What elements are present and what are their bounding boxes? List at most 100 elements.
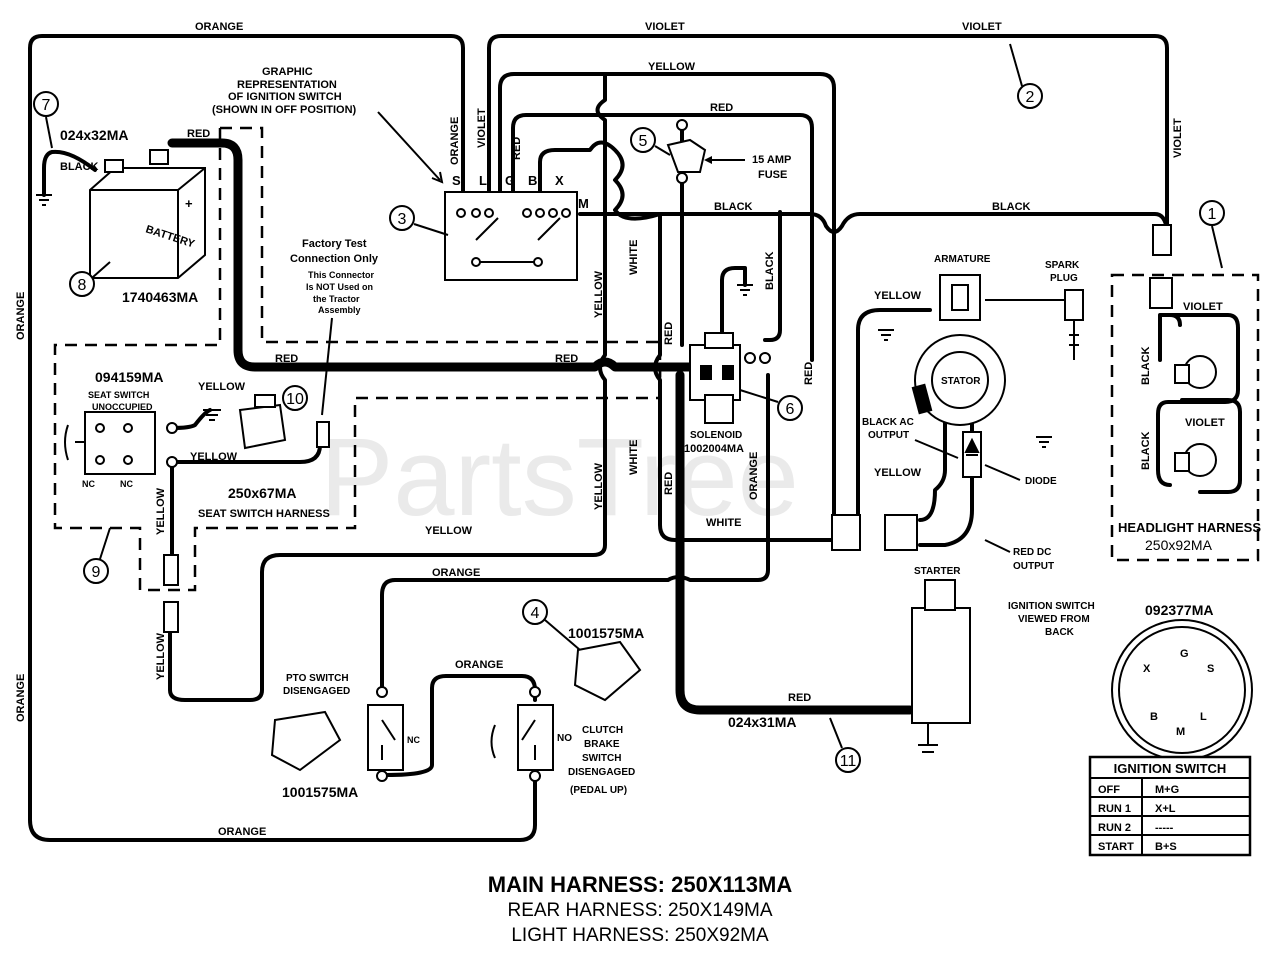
svg-text:IGNITION SWITCH: IGNITION SWITCH xyxy=(1008,601,1095,612)
starter xyxy=(911,579,971,753)
headlights xyxy=(1174,355,1217,477)
label-yellow-lower: YELLOW xyxy=(425,525,473,537)
label-orange-lower: ORANGE xyxy=(432,567,480,579)
wire-b-loop xyxy=(538,140,662,221)
label-yellow-top: YELLOW xyxy=(648,61,696,73)
svg-text:G: G xyxy=(505,173,515,188)
wire-orange-clutch xyxy=(384,674,537,777)
label-red-top: RED xyxy=(710,102,733,114)
label-red-vertical: RED xyxy=(511,137,523,160)
label-yellow-seat-2: YELLOW xyxy=(190,451,238,463)
svg-text:1740463MA: 1740463MA xyxy=(122,289,198,305)
wires xyxy=(28,34,1242,842)
wire-text: ORANGE VIOLET VIOLET YELLOW RED BLACK BL… xyxy=(15,21,1225,838)
svg-text:BACK: BACK xyxy=(1045,627,1075,638)
svg-text:CLUTCH: CLUTCH xyxy=(582,725,623,736)
svg-text:PTO SWITCH: PTO SWITCH xyxy=(286,673,349,684)
svg-text:GRAPHIC: GRAPHIC xyxy=(262,66,313,78)
svg-text:(SHOWN IN OFF POSITION): (SHOWN IN OFF POSITION) xyxy=(212,104,357,116)
ignition-switch-face xyxy=(1111,619,1253,761)
svg-text:SEAT SWITCH: SEAT SWITCH xyxy=(88,390,149,400)
label-white-lower: WHITE xyxy=(706,517,741,529)
svg-text:B: B xyxy=(528,173,537,188)
wire-seat-yellow xyxy=(170,408,322,464)
svg-text:DIODE: DIODE xyxy=(1025,476,1057,487)
svg-text:250x92MA: 250x92MA xyxy=(1145,537,1213,553)
svg-text:X: X xyxy=(1143,663,1151,675)
svg-text:VIEWED FROM: VIEWED FROM xyxy=(1018,614,1090,625)
svg-text:STATOR: STATOR xyxy=(941,376,981,387)
label-red-harness-1: RED xyxy=(275,353,298,365)
clutch-switch xyxy=(490,640,642,782)
svg-text:BLACK AC: BLACK AC xyxy=(862,417,914,428)
callouts: 1 2 3 4 5 6 7 8 9 10 11 xyxy=(33,43,1225,773)
svg-text:OF IGNITION SWITCH: OF IGNITION SWITCH xyxy=(228,91,342,103)
wire-ac-output xyxy=(918,418,947,522)
svg-text:+: + xyxy=(185,196,193,211)
svg-text:9: 9 xyxy=(92,564,101,581)
svg-text:8: 8 xyxy=(78,277,87,294)
svg-text:PLUG: PLUG xyxy=(1050,273,1078,284)
label-white-vert-2: WHITE xyxy=(628,440,640,475)
svg-text:1001575MA: 1001575MA xyxy=(568,625,644,641)
wire-yellow-top xyxy=(498,72,836,532)
svg-text:Connection Only: Connection Only xyxy=(290,253,379,265)
label-yellow-stator-2: YELLOW xyxy=(874,467,922,479)
svg-text:M+G: M+G xyxy=(1155,784,1179,796)
label-violet-light-1: VIOLET xyxy=(1183,301,1223,313)
solenoid xyxy=(689,332,771,424)
callout-11: 11 xyxy=(829,717,861,773)
label-red-battery: RED xyxy=(187,128,210,140)
callout-4: 4 xyxy=(522,599,581,651)
wire-orange-left xyxy=(28,34,537,842)
svg-text:ARMATURE: ARMATURE xyxy=(934,254,991,265)
component-text: GRAPHIC REPRESENTATION OF IGNITION SWITC… xyxy=(60,66,1261,800)
label-orange-vertical: ORANGE xyxy=(449,117,461,165)
wire-red-starter xyxy=(675,370,915,715)
svg-text:1001575MA: 1001575MA xyxy=(282,784,358,800)
svg-text:SWITCH: SWITCH xyxy=(582,753,621,764)
wire-orange-right xyxy=(380,373,770,697)
callout-9: 9 xyxy=(83,527,111,584)
svg-text:2: 2 xyxy=(1026,89,1035,106)
wire-headlight-violet xyxy=(1168,313,1242,494)
watermark: PartsTree xyxy=(320,416,799,539)
svg-text:7: 7 xyxy=(42,97,51,114)
label-black-light-2: BLACK xyxy=(1140,431,1152,470)
wire-violet-top xyxy=(487,34,1169,232)
svg-text:Factory Test: Factory Test xyxy=(302,238,367,250)
harness-outlines xyxy=(53,126,1260,592)
svg-text:024x31MA: 024x31MA xyxy=(728,714,797,730)
fuse xyxy=(666,119,745,184)
label-yellow-vert-1: YELLOW xyxy=(593,270,605,318)
label-yellow-stator: YELLOW xyxy=(874,290,922,302)
wire-black-m xyxy=(578,212,1169,234)
label-black-vert: BLACK xyxy=(764,251,776,290)
label-yellow-vert-2: YELLOW xyxy=(593,462,605,510)
svg-text:6: 6 xyxy=(786,401,795,418)
wire-black-ground xyxy=(42,149,97,197)
svg-text:-----: ----- xyxy=(1155,822,1174,834)
ignition-switch-graphic xyxy=(444,191,578,281)
label-red-vert-1: RED xyxy=(663,322,675,345)
callout-6: 6 xyxy=(739,389,803,421)
svg-text:OUTPUT: OUTPUT xyxy=(1013,561,1054,572)
label-black-right: BLACK xyxy=(992,201,1031,213)
wire-red-top xyxy=(511,113,814,362)
callout-7: 7 xyxy=(33,91,59,149)
callout-5: 5 xyxy=(630,127,671,156)
label-orange-top: ORANGE xyxy=(195,21,243,33)
label-black-mid: BLACK xyxy=(714,201,753,213)
ignition-table: IGNITION SWITCH OFF M+G RUN 1 X+L RUN 2 … xyxy=(1088,755,1252,857)
svg-text:DISENGAGED: DISENGAGED xyxy=(283,686,350,697)
svg-text:RED DC: RED DC xyxy=(1013,547,1051,558)
svg-text:NC: NC xyxy=(82,479,95,489)
svg-text:(PEDAL UP): (PEDAL UP) xyxy=(570,785,627,796)
svg-text:Is NOT Used on: Is NOT Used on xyxy=(306,282,373,292)
svg-text:SPARK: SPARK xyxy=(1045,260,1080,271)
battery: + BATTERY xyxy=(89,149,206,279)
label-black-light-1: BLACK xyxy=(1140,346,1152,385)
label-red-vert-2: RED xyxy=(663,472,675,495)
label-violet-right: VIOLET xyxy=(1172,118,1184,158)
label-yellow-seat-vert: YELLOW xyxy=(155,487,167,535)
